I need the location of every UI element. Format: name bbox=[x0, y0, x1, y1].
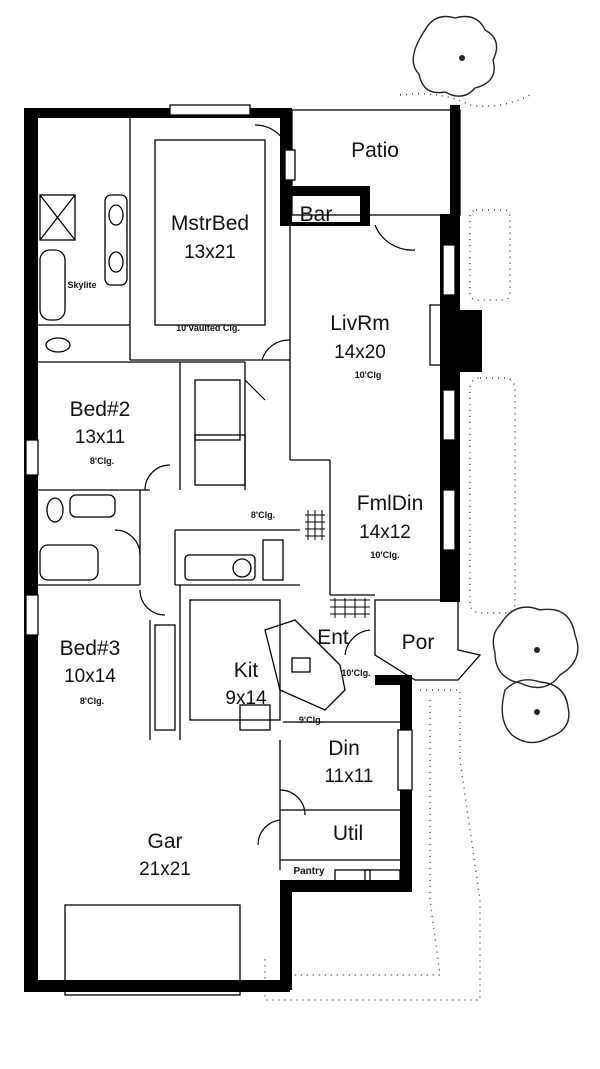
master-bed-ceiling: 10'Vaulted Clg. bbox=[176, 323, 240, 333]
porch-outline bbox=[374, 599, 482, 681]
patio-outline bbox=[291, 109, 461, 216]
porch-label: Por bbox=[402, 631, 435, 654]
dining-name: Din bbox=[328, 737, 360, 760]
sink bbox=[291, 657, 311, 673]
door-garage bbox=[257, 819, 281, 846]
tree-right-1 bbox=[492, 606, 579, 689]
living-room-name: LivRm bbox=[330, 312, 390, 335]
closet-bed2-lower bbox=[194, 434, 246, 486]
closet-shelves-hall bbox=[262, 539, 284, 581]
range bbox=[239, 704, 271, 731]
family-dining-ceiling: 10'Clg. bbox=[370, 550, 399, 560]
entry-tile bbox=[305, 510, 370, 618]
door-living-patio bbox=[374, 224, 416, 251]
exterior-walls bbox=[24, 105, 482, 992]
bathtub bbox=[39, 249, 66, 321]
door-bed2 bbox=[144, 464, 171, 491]
vanity-master bbox=[104, 194, 128, 286]
door-master bbox=[261, 339, 291, 361]
bed2-name: Bed#2 bbox=[70, 398, 131, 421]
kitchen-size: 9x14 bbox=[225, 688, 267, 709]
door-entry bbox=[344, 629, 371, 656]
dining-size: 11x11 bbox=[325, 766, 374, 787]
windows bbox=[25, 104, 456, 791]
toilet-master bbox=[45, 337, 71, 353]
bed2-size: 13x11 bbox=[75, 427, 125, 448]
bed3-ceiling: 8'Clg. bbox=[80, 696, 104, 706]
doors bbox=[114, 124, 416, 846]
patio-label: Patio bbox=[351, 139, 399, 162]
kitchen-counter-outline bbox=[189, 599, 281, 721]
closet-bed2-upper bbox=[194, 379, 241, 441]
utility-label: Util bbox=[333, 822, 363, 845]
landscaping bbox=[60, 15, 579, 1001]
planter-bed-2 bbox=[469, 377, 516, 614]
family-dining-name: FmlDin bbox=[357, 492, 424, 515]
living-room-size: 14x20 bbox=[334, 342, 386, 363]
skylite-label: Skylite bbox=[67, 280, 96, 290]
entry-ceiling: 10'Clg. bbox=[341, 668, 370, 678]
vanity-hall bbox=[69, 494, 116, 518]
door-bed3 bbox=[139, 589, 166, 616]
planter-bed-1 bbox=[469, 209, 511, 301]
master-bed-name: MstrBed bbox=[171, 212, 249, 235]
garage-name: Gar bbox=[147, 830, 182, 853]
hall-ceiling: 8'Clg. bbox=[251, 510, 275, 520]
garage-door-outline bbox=[64, 904, 241, 996]
shower bbox=[39, 194, 76, 241]
pantry-label: Pantry bbox=[293, 866, 325, 877]
bar-label: Bar bbox=[300, 203, 333, 226]
fixtures bbox=[39, 194, 451, 891]
bed2-ceiling: 8'Clg. bbox=[90, 456, 114, 466]
door-hall-bath bbox=[114, 529, 141, 556]
kitchen-island bbox=[264, 619, 346, 711]
family-dining-size: 14x12 bbox=[359, 522, 411, 543]
garage-size: 21x21 bbox=[139, 859, 191, 880]
entry-name: Ent bbox=[317, 626, 349, 649]
bed3-name: Bed#3 bbox=[60, 637, 121, 660]
walkway-edge-outer bbox=[264, 689, 481, 1001]
tree-right-2 bbox=[501, 679, 570, 744]
bathtub-hall bbox=[39, 544, 99, 581]
door-closet-bed2 bbox=[244, 379, 266, 401]
door-dining-util bbox=[279, 789, 306, 816]
kitchen-ceiling: 9'Clg. bbox=[299, 715, 323, 725]
bed3-size: 10x14 bbox=[64, 666, 116, 687]
tree-top bbox=[412, 15, 498, 97]
living-room-ceiling: 10'Clg bbox=[355, 370, 382, 380]
master-bed-size: 13x21 bbox=[184, 242, 236, 263]
toilet-hall bbox=[46, 497, 64, 523]
laundry-counter bbox=[184, 554, 256, 581]
vaulted-ceiling-outline bbox=[154, 139, 266, 326]
closet-shelves-bed3 bbox=[154, 624, 176, 731]
kitchen-name: Kit bbox=[234, 659, 259, 682]
